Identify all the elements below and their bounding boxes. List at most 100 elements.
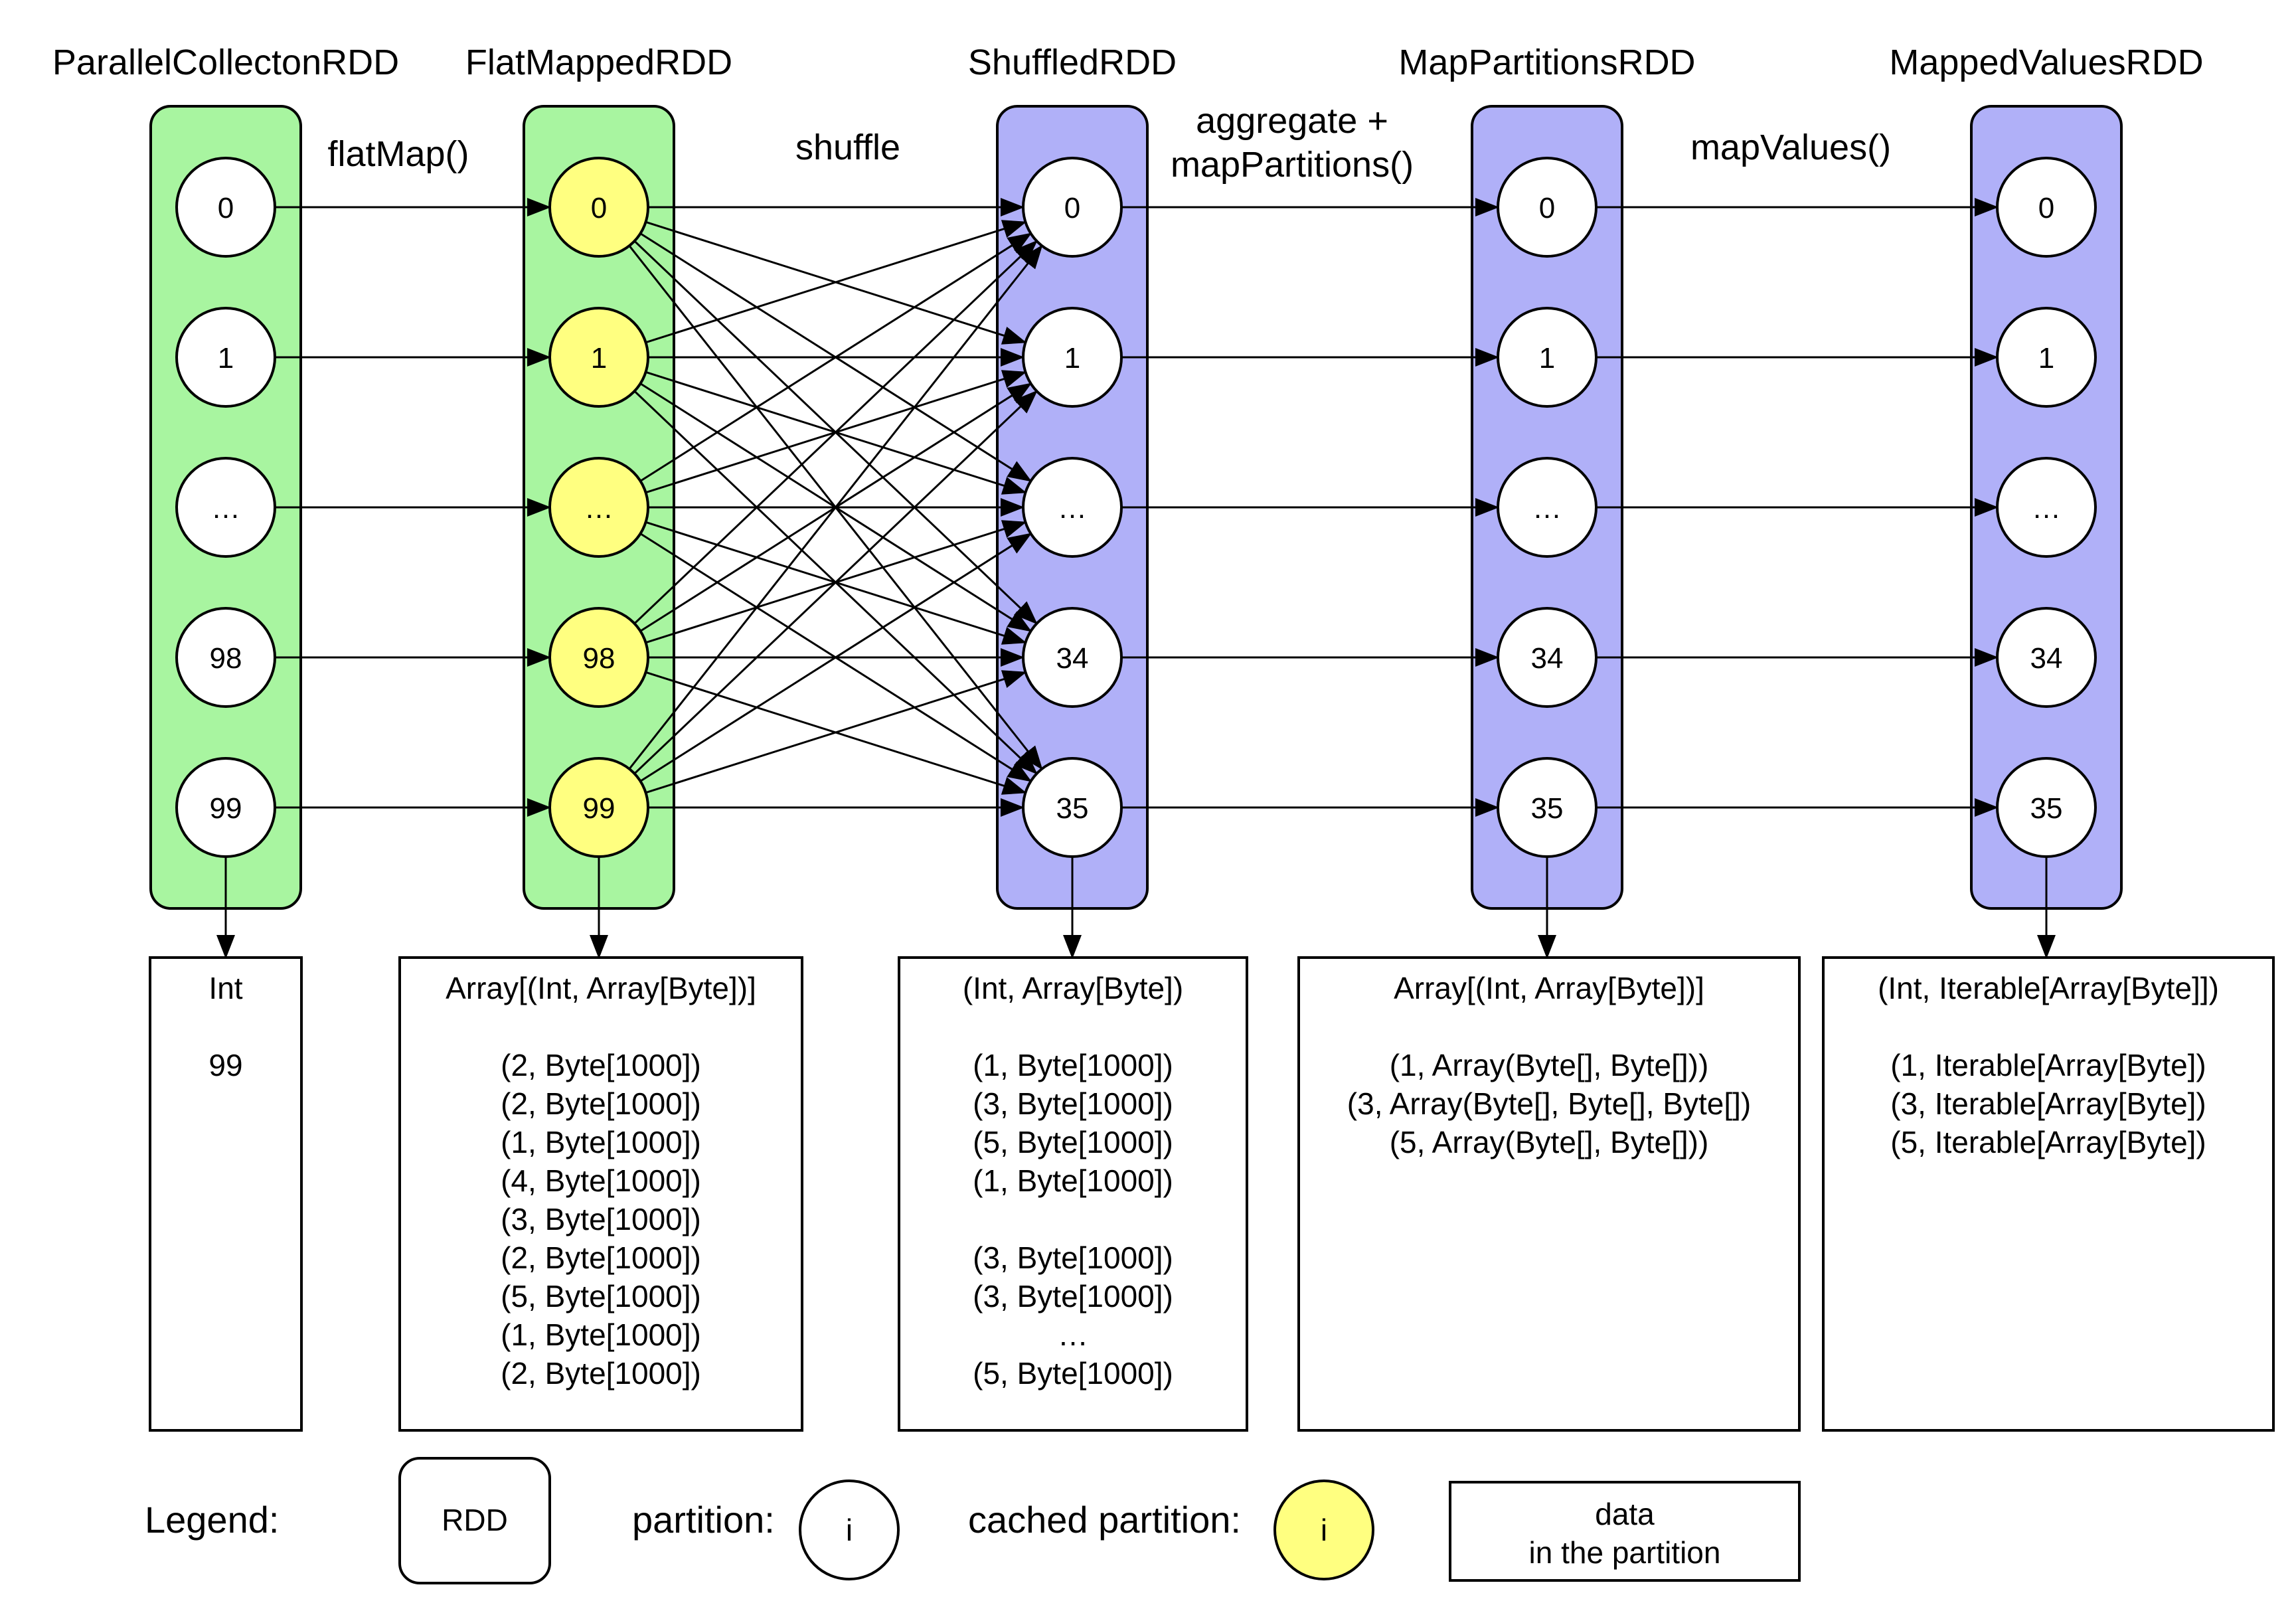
data-line-3-4: (5, Array(Byte[], Byte[])) — [1390, 1125, 1709, 1159]
data-box-2 — [898, 956, 1248, 1432]
partition-label-3-4: 35 — [1531, 792, 1564, 825]
data-line-2-3: (3, Byte[1000]) — [973, 1086, 1173, 1121]
partition-label-2-1: 1 — [1064, 342, 1080, 375]
partition-3-4 — [1497, 757, 1598, 858]
partition-label-3-2: … — [1532, 492, 1562, 525]
data-line-1-6: (3, Byte[1000]) — [501, 1202, 701, 1236]
partition-2-3 — [1022, 607, 1123, 708]
partition-3-2 — [1497, 457, 1598, 558]
partition-3-3 — [1497, 607, 1598, 708]
partition-0-4 — [175, 757, 276, 858]
partition-2-4 — [1022, 757, 1123, 858]
partition-3-0 — [1497, 157, 1598, 258]
data-line-2-2: (1, Byte[1000]) — [973, 1048, 1173, 1082]
partition-label-4-0: 0 — [2038, 192, 2054, 224]
partition-label-0-4: 99 — [210, 792, 242, 825]
partition-label-1-1: 1 — [591, 342, 607, 375]
partition-0-3 — [175, 607, 276, 708]
legend-cached-label: cached partition: — [968, 1499, 1241, 1541]
partition-4-3 — [1996, 607, 2097, 708]
partition-label-1-2: … — [584, 492, 614, 525]
partition-4-1 — [1996, 307, 2097, 408]
data-line-1-8: (5, Byte[1000]) — [501, 1279, 701, 1313]
cached-partition-1-4 — [548, 757, 649, 858]
data-line-1-5: (4, Byte[1000]) — [501, 1163, 701, 1198]
legend-partition-symbol: i — [846, 1513, 853, 1547]
partition-label-2-3: 34 — [1056, 642, 1089, 675]
data-line-2-8: (3, Byte[1000]) — [973, 1279, 1173, 1313]
shuffle-edge-4-3 — [645, 670, 1027, 794]
op-label-mappartitions: mapPartitions() — [1171, 145, 1414, 185]
partition-label-4-2: … — [2032, 492, 2061, 525]
rdd-title-shuffled: ShuffledRDD — [968, 42, 1177, 82]
partition-label-1-4: 99 — [583, 792, 615, 825]
legend-cached-circle — [1273, 1480, 1374, 1580]
partition-2-1 — [1022, 307, 1123, 408]
partition-label-2-2: … — [1058, 492, 1087, 525]
data-line-2-0: (Int, Array[Byte]) — [963, 971, 1183, 1005]
partition-label-2-0: 0 — [1064, 192, 1080, 224]
partition-label-0-1: 1 — [218, 342, 234, 375]
rdd-title-parallelcollection: ParallelCollectonRDD — [52, 42, 399, 82]
cached-partition-1-3 — [548, 607, 649, 708]
data-line-3-2: (1, Array(Byte[], Byte[])) — [1390, 1048, 1709, 1082]
legend-cached-symbol: i — [1321, 1513, 1327, 1547]
rdd-title-flatmapped: FlatMappedRDD — [465, 42, 732, 82]
partition-3-1 — [1497, 307, 1598, 408]
data-line-2-5: (1, Byte[1000]) — [973, 1163, 1173, 1198]
legend-rdd-box — [398, 1457, 551, 1584]
shuffle-edge-3-0 — [633, 240, 1038, 625]
data-line-1-9: (1, Byte[1000]) — [501, 1317, 701, 1352]
partition-2-0 — [1022, 157, 1123, 258]
op-label-mapvalues: mapValues() — [1690, 127, 1891, 167]
shuffle-edge-4-0 — [628, 244, 1043, 770]
data-line-4-2: (1, Iterable[Array[Byte]) — [1890, 1048, 2206, 1082]
partition-4-4 — [1996, 757, 2097, 858]
shuffle-edge-4-1 — [633, 390, 1038, 775]
partition-label-4-3: 34 — [2030, 642, 2063, 675]
data-box-1 — [398, 956, 803, 1432]
partition-label-1-3: 98 — [583, 642, 615, 675]
shuffle-edge-4-2 — [639, 533, 1032, 782]
dependency-edges — [216, 198, 2056, 959]
partition-4-0 — [1996, 157, 2097, 258]
partition-label-0-2: … — [211, 492, 240, 525]
op-label-aggregate: aggregate + — [1196, 101, 1388, 141]
partition-0-2 — [175, 457, 276, 558]
data-line-1-2: (2, Byte[1000]) — [501, 1048, 701, 1082]
partition-label-2-4: 35 — [1056, 792, 1089, 825]
rdd-title-mappedvalues: MappedValuesRDD — [1889, 42, 2203, 82]
data-line-3-0: Array[(Int, Array[Byte])] — [1394, 971, 1704, 1005]
partition-label-1-0: 0 — [591, 192, 607, 224]
partition-0-0 — [175, 157, 276, 258]
data-line-1-7: (2, Byte[1000]) — [501, 1240, 701, 1275]
partition-label-3-3: 34 — [1531, 642, 1564, 675]
cached-partition-1-0 — [548, 157, 649, 258]
data-line-2-10: (5, Byte[1000]) — [973, 1356, 1173, 1391]
partition-label-3-0: 0 — [1539, 192, 1555, 224]
partition-label-0-3: 98 — [210, 642, 242, 675]
data-line-4-0: (Int, Iterable[Array[Byte]]) — [1878, 971, 2219, 1005]
cached-partition-1-1 — [548, 307, 649, 408]
legend-partition-label: partition: — [632, 1499, 775, 1541]
partition-label-4-4: 35 — [2030, 792, 2063, 825]
data-line-1-10: (2, Byte[1000]) — [501, 1356, 701, 1391]
legend-data-line-2: in the partition — [1529, 1535, 1721, 1570]
data-box-0 — [149, 956, 303, 1432]
data-line-4-3: (3, Iterable[Array[Byte]) — [1890, 1086, 2206, 1121]
data-line-4-4: (5, Iterable[Array[Byte]) — [1890, 1125, 2206, 1159]
data-box-3 — [1297, 956, 1801, 1432]
data-line-2-9: … — [1058, 1317, 1088, 1352]
partition-0-1 — [175, 307, 276, 408]
data-line-3-3: (3, Array(Byte[], Byte[], Byte[]) — [1347, 1086, 1751, 1121]
shuffle-edge-1-0 — [645, 220, 1027, 344]
partition-2-2 — [1022, 457, 1123, 558]
shuffle-edge-2-0 — [639, 232, 1032, 482]
legend-data-line-1: data — [1595, 1497, 1655, 1531]
legend-data-box — [1449, 1481, 1801, 1582]
data-line-1-4: (1, Byte[1000]) — [501, 1125, 701, 1159]
legend: Legend: RDD partition: i cached partitio… — [145, 1457, 1801, 1584]
